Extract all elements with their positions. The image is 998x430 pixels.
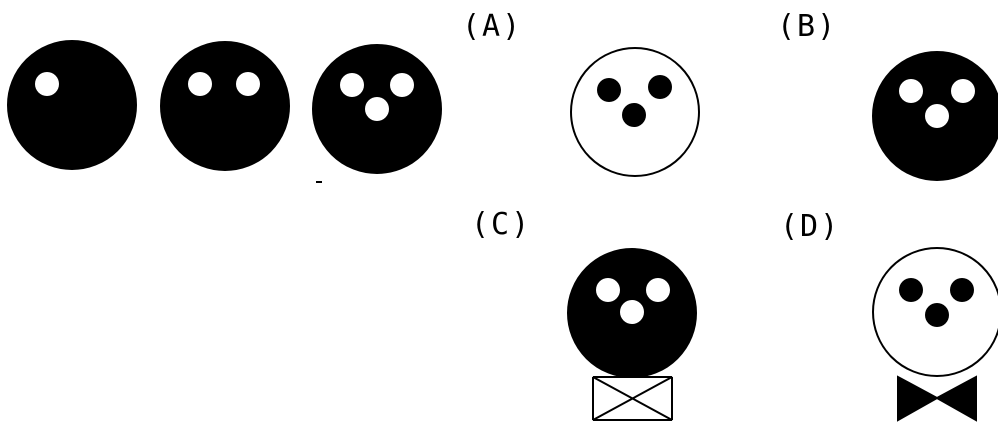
- option-a[interactable]: (A): [462, 9, 699, 176]
- option-d-label: (D): [780, 209, 840, 244]
- option-c-dot: [596, 278, 620, 302]
- option-c-bowtie: [593, 377, 672, 420]
- option-b-label: (B): [777, 9, 837, 44]
- figure-3-dot: [365, 97, 389, 121]
- sequence-figure-2: [161, 42, 289, 170]
- option-d-dot: [899, 278, 923, 302]
- option-c-dot: [646, 278, 670, 302]
- option-a-dot: [597, 78, 621, 102]
- figure-3-dot: [390, 73, 414, 97]
- figure-2-dot: [236, 72, 260, 96]
- option-b-dot: [899, 79, 923, 103]
- figure-2-face: [161, 42, 289, 170]
- figure-1-dot: [35, 72, 59, 96]
- option-c-dot: [620, 300, 644, 324]
- option-d[interactable]: (D): [780, 209, 998, 420]
- option-a-label: (A): [462, 9, 522, 44]
- sequence-figure-3: [313, 45, 441, 173]
- figure-1-face: [8, 41, 136, 169]
- option-d-bowtie: [898, 377, 937, 420]
- option-b-dot: [951, 79, 975, 103]
- option-d-dot: [950, 278, 974, 302]
- option-d-dot: [925, 303, 949, 327]
- stray-mark: [316, 181, 322, 183]
- sequence-figure-1: [8, 41, 136, 169]
- option-c[interactable]: (C): [471, 207, 696, 420]
- figure-3-dot: [340, 73, 364, 97]
- option-a-dot: [622, 103, 646, 127]
- sequence-row: [8, 41, 441, 183]
- option-c-label: (C): [471, 207, 531, 242]
- option-b-dot: [925, 104, 949, 128]
- option-b[interactable]: (B): [777, 9, 998, 180]
- figure-2-dot: [188, 72, 212, 96]
- option-d-bowtie: [937, 377, 976, 420]
- option-a-dot: [648, 75, 672, 99]
